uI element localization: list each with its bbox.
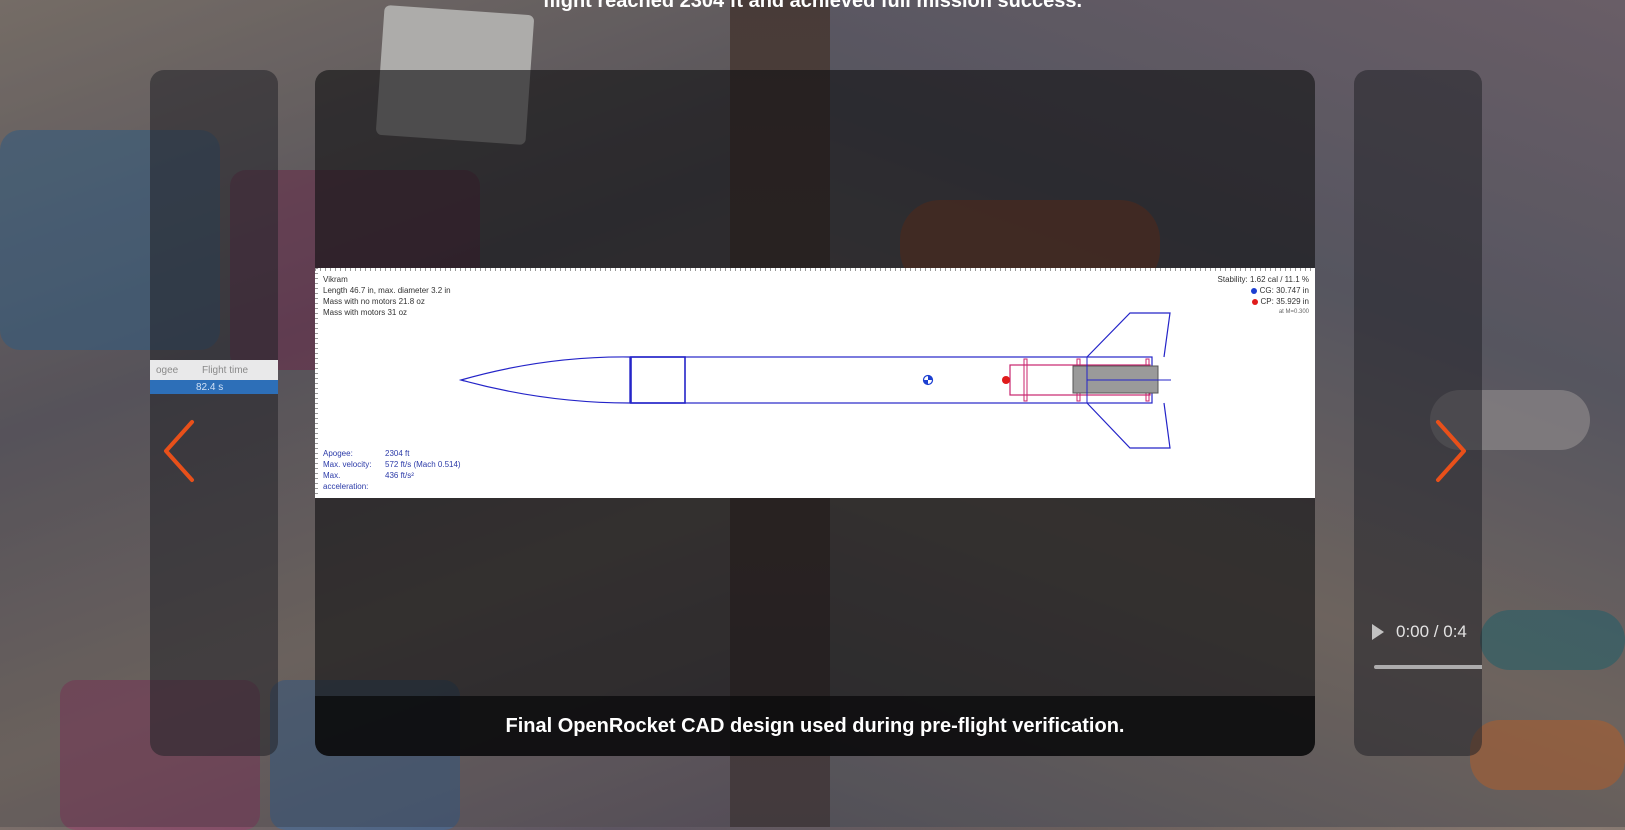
rocket-summary: Vikram Length 46.7 in, max. diameter 3.2… [323, 274, 451, 318]
left-ruler [315, 268, 318, 498]
rocket-mass-no-motors: Mass with no motors 21.8 oz [323, 297, 425, 306]
description-text: flight reached 2304 ft and achieved full… [542, 0, 1083, 12]
rocket-length: Length 46.7 in, max. diameter 3.2 in [323, 286, 451, 295]
cg-value: CG: 30.747 in [1259, 286, 1309, 295]
coupler [630, 356, 686, 404]
video-progress-bar[interactable] [1374, 665, 1482, 669]
cg-icon [1250, 287, 1257, 294]
stability-info: Stability: 1.62 cal / 11.1 % CG: 30.747 … [1218, 274, 1309, 318]
apogee-label: Apogee: [323, 449, 353, 458]
rocket-name: Vikram [323, 275, 348, 284]
orange-can [1470, 720, 1625, 790]
slide-caption: Final OpenRocket CAD design used during … [505, 714, 1125, 737]
flight-results: Apogee: 2304 ft Max. velocity: 572 ft/s (M… [323, 448, 461, 492]
col-flight-time: Flight time [202, 364, 249, 376]
max-velocity-value: 572 ft/s (Mach 0.514) [385, 460, 461, 469]
max-accel-label: Max. acceleration: [323, 471, 369, 491]
centering-ring-1 [1023, 358, 1028, 402]
chevron-right-icon [1436, 420, 1466, 482]
play-icon[interactable] [1372, 624, 1384, 640]
flight-data-table-preview: ogee Flight time 82.4 s [150, 360, 278, 394]
apogee-value: 2304 ft [385, 449, 410, 458]
carousel-next-button[interactable] [1430, 418, 1470, 484]
video-time: 0:00 / 0:4 [1396, 622, 1467, 641]
teal-can [1480, 610, 1625, 670]
top-ruler [315, 268, 1315, 271]
carousel-prev-button[interactable] [160, 418, 200, 484]
video-controls: 0:00 / 0:4 [1372, 622, 1467, 642]
max-velocity-label: Max. velocity: [323, 460, 372, 469]
table-header: ogee Flight time [150, 360, 278, 380]
table-row: 82.4 s [150, 380, 278, 394]
max-accel-value: 436 ft/s² [385, 471, 414, 480]
mach-note: at M=0.300 [1278, 309, 1309, 315]
rocket-drawing [458, 312, 1171, 449]
stability-value: Stability: 1.62 cal / 11.1 % [1217, 275, 1309, 284]
cp-value: CP: 35.929 in [1260, 297, 1309, 306]
nose-cone [458, 356, 631, 404]
carousel-next-slide[interactable]: 0:00 / 0:4 [1354, 70, 1482, 756]
fin-bottom [1086, 402, 1171, 449]
col-apogee: ogee [156, 364, 179, 376]
carousel-prev-slide[interactable]: ogee Flight time 82.4 s [150, 70, 278, 756]
slide-caption-bar: Final OpenRocket CAD design used during … [315, 696, 1315, 756]
rocket-mass-with-motors: Mass with motors 31 oz [323, 308, 408, 317]
cp-marker [1002, 376, 1010, 384]
openrocket-cad-image: Vikram Length 46.7 in, max. diameter 3.2… [315, 268, 1315, 498]
chevron-left-icon [164, 420, 194, 482]
fin-top [1086, 312, 1171, 358]
cp-icon [1251, 298, 1258, 305]
flight-time-value: 82.4 s [196, 381, 224, 393]
carousel-current-slide: Vikram Length 46.7 in, max. diameter 3.2… [315, 70, 1315, 756]
